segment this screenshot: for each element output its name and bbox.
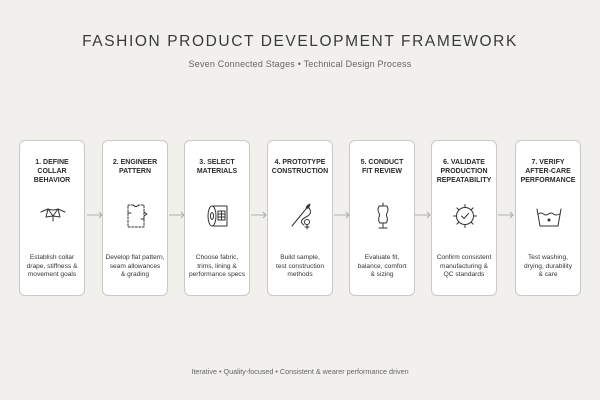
stage-title: 2. ENGINEER PATTERN [112, 159, 158, 175]
stage-description: Establish collar drape, stiffness & move… [26, 254, 78, 279]
stage-description: Develop flat pattern, seam allowances & … [105, 254, 165, 279]
arrow-right-icon [497, 210, 515, 220]
stage-card-2: 2. ENGINEER PATTERN Develop flat pattern… [102, 140, 168, 296]
stage-description: Confirm consistent manufacturing & QC st… [436, 254, 492, 279]
stage-title: 1. DEFINE COLLAR BEHAVIOR [33, 159, 71, 184]
footer-tagline: Iterative • Quality-focused • Consistent… [191, 367, 409, 376]
stage-card-1: 1. DEFINE COLLAR BEHAVIOR Establish coll… [19, 140, 85, 296]
stage-card-4: 4. PROTOTYPE CONSTRUCTION Build sample, … [267, 140, 333, 296]
stage-card-5: 5. CONDUCT FIT REVIEW Evaluate fit, bala… [349, 140, 415, 296]
gear-check-icon [448, 199, 482, 233]
stage-description: Build sample, test construction methods [275, 254, 324, 279]
needle-thread-icon [284, 199, 318, 233]
page-subtitle: Seven Connected Stages • Technical Desig… [188, 59, 412, 69]
stage-card-3: 3. SELECT MATERIALS Choose fabric, trims… [184, 140, 250, 296]
collar-icon [36, 199, 70, 233]
stage-description: Test washing, drying, durability & care [523, 254, 572, 279]
stage-card-7: 7. VERIFY AFTER-CARE PERFORMANCE Test wa… [515, 140, 581, 296]
stage-title: 3. SELECT MATERIALS [196, 159, 238, 175]
fabric-roll-icon [201, 199, 235, 233]
wash-care-icon [532, 199, 566, 233]
page-title: FASHION PRODUCT DEVELOPMENT FRAMEWORK [82, 33, 518, 50]
stage-title: 5. CONDUCT FIT REVIEW [360, 159, 404, 175]
dress-form-icon [366, 199, 400, 233]
stage-title: 7. VERIFY AFTER-CARE PERFORMANCE [520, 159, 576, 184]
stage-card-6: 6. VALIDATE PRODUCTION REPEATABILITY Con… [431, 140, 497, 296]
stage-description: Choose fabric, trims, lining & performan… [188, 254, 246, 279]
arrow-right-icon [250, 210, 268, 220]
arrow-right-icon [414, 210, 432, 220]
stage-description: Evaluate fit, balance, comfort & sizing [357, 254, 407, 279]
pattern-icon [119, 199, 153, 233]
stage-title: 6. VALIDATE PRODUCTION REPEATABILITY [436, 159, 492, 184]
stage-title: 4. PROTOTYPE CONSTRUCTION [271, 159, 329, 175]
